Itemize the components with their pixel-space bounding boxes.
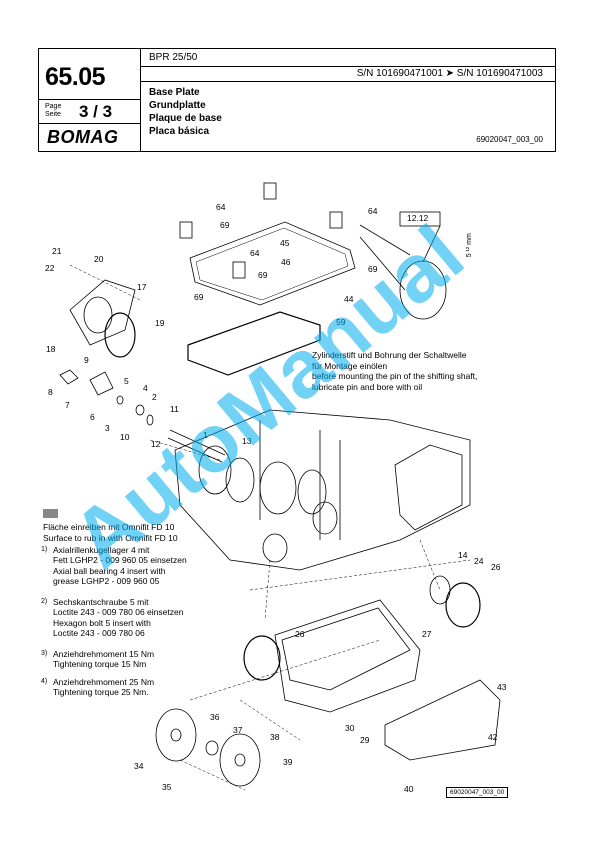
- footnote-line: Hexagon bolt 5 insert with: [53, 617, 151, 628]
- callout-30: 30: [345, 723, 355, 733]
- callout-22: 22: [45, 263, 55, 273]
- footnote-2: 2) Sechskantschraube 5 mit Loctite 243 - …: [41, 597, 183, 638]
- footnote-line: grease LGHP2 - 009 960 05: [53, 575, 160, 586]
- callout-14: 14: [458, 550, 468, 560]
- callout-18: 18: [46, 344, 56, 354]
- title-es: Placa básica: [149, 126, 210, 137]
- note-line: lubricate pin and bore with oil: [312, 381, 423, 392]
- footnote-number: 1): [41, 546, 48, 553]
- footnote-number: 4): [41, 678, 48, 685]
- footnote-number: 2): [41, 598, 48, 605]
- doc-reference: 69020047_003_00: [476, 135, 543, 144]
- callout-17: 17: [137, 282, 147, 292]
- detail-label: 12.12: [407, 213, 429, 223]
- footnote-line: Anziehdrehmoment 15 Nm: [53, 649, 155, 659]
- header-divider: [39, 123, 140, 124]
- callout-20: 20: [94, 254, 104, 264]
- footnote-line: Fett LGHP2 - 009 960 05 einsetzen: [53, 555, 187, 566]
- footnote-4: 4) Anziehdrehmoment 25 Nm Tightening torq…: [41, 677, 154, 698]
- callout-40: 40: [404, 784, 414, 794]
- callout-26: 26: [295, 629, 305, 639]
- header-block: BPR 25/50 S/N 101690471001 ➤ S/N 1016904…: [38, 48, 556, 152]
- callout-64: 64: [368, 206, 378, 216]
- title-fr: Plaque de base: [149, 113, 222, 124]
- callout-11: 11: [170, 404, 179, 414]
- callout-45: 45: [280, 238, 290, 248]
- note-line: Surface to rub in with Omnifit FD 10: [43, 532, 178, 543]
- footnote-line: Tightening torque 25 Nm.: [53, 687, 149, 698]
- surface-note: Fläche einreiben mit Omnifit FD 10 Surfa…: [43, 522, 178, 543]
- page-number: 65.05: [45, 63, 106, 91]
- callout-27: 27: [422, 629, 432, 639]
- title-en: Base Plate: [149, 87, 200, 98]
- callout-8: 8: [48, 387, 53, 397]
- callout-7: 7: [65, 400, 70, 410]
- callout-12: 12: [151, 439, 161, 449]
- brand-logo: BOMAG: [47, 127, 119, 147]
- title-de: Grundplatte: [149, 100, 206, 111]
- note-line: Fläche einreiben mit Omnifit FD 10: [43, 522, 175, 532]
- callout-2: 2: [152, 392, 157, 402]
- callout-3: 3: [105, 423, 110, 433]
- callout-10: 10: [120, 432, 130, 442]
- footnote-line: Loctite 243 - 009 780 06: [53, 627, 145, 638]
- note-line: before mounting the pin of the shifting …: [312, 371, 478, 381]
- callout-59: 59: [336, 317, 346, 327]
- page-titles: Base Plate Grundplatte Plaque de base Pl…: [149, 86, 222, 138]
- callout-39: 39: [283, 757, 293, 767]
- footnote-line: Anziehdrehmoment 25 Nm: [53, 677, 155, 687]
- serial-range: S/N 101690471001 ➤ S/N 101690471003: [356, 68, 543, 79]
- callout-43: 43: [497, 682, 507, 692]
- callout-21: 21: [52, 246, 62, 256]
- detail-dimension: 5 ¹² mm: [465, 233, 473, 258]
- callout-69: 69: [368, 264, 378, 274]
- page-value: 3 / 3: [79, 102, 113, 121]
- surface-swatch: [43, 509, 58, 518]
- footnote-line: Axialrillenkugellager 4 mit: [53, 545, 150, 555]
- header-divider: [140, 66, 555, 67]
- callout-64: 64: [216, 202, 226, 212]
- header-divider: [140, 49, 141, 151]
- callout-42: 42: [488, 732, 498, 742]
- footnote-line: Sechskantschraube 5 mit: [53, 597, 149, 607]
- header-divider: [39, 99, 140, 100]
- callout-24: 24: [474, 556, 484, 566]
- page-label: Page Seite: [45, 103, 62, 118]
- callout-13: 13: [242, 436, 252, 446]
- callout-9: 9: [84, 355, 89, 365]
- footnote-3: 3) Anziehdrehmoment 15 Nm Tightening torq…: [41, 649, 154, 670]
- callout-4: 4: [143, 383, 148, 393]
- callout-19: 19: [155, 318, 165, 328]
- callout-44: 44: [344, 294, 354, 304]
- footnote-number: 3): [41, 650, 48, 657]
- header-divider: [140, 81, 555, 82]
- callout-46: 46: [281, 257, 291, 267]
- callout-37: 37: [233, 725, 243, 735]
- callout-5: 5: [124, 376, 129, 386]
- callout-69: 69: [220, 220, 230, 230]
- callout-64: 64: [250, 248, 260, 258]
- callout-34: 34: [134, 761, 144, 771]
- footnote-line: Tightening torque 15 Nm: [53, 659, 147, 670]
- model-name: BPR 25/50: [149, 52, 198, 63]
- shift-pin-note: Zylinderstift und Bohrung der Schaltwell…: [312, 350, 477, 392]
- callout-36: 36: [210, 712, 220, 722]
- callout-69: 69: [194, 292, 204, 302]
- note-line: für Montage einölen: [312, 360, 388, 371]
- callout-69: 69: [258, 270, 268, 280]
- note-line: Zylinderstift und Bohrung der Schaltwell…: [312, 350, 467, 360]
- callout-6: 6: [90, 412, 95, 422]
- callout-1: 1: [203, 430, 208, 440]
- callout-35: 35: [162, 782, 172, 792]
- footnote-1: 1) Axialrillenkugellager 4 mit Fett LGHP2…: [41, 545, 187, 586]
- callout-38: 38: [270, 732, 280, 742]
- figure-reference: 69020047_003_00: [446, 787, 509, 798]
- footnote-line: Axial ball bearing 4 insert with: [53, 565, 166, 576]
- footnote-line: Loctite 243 - 009 780 06 einsetzen: [53, 607, 184, 618]
- callout-26: 26: [491, 562, 501, 572]
- callout-29: 29: [360, 735, 370, 745]
